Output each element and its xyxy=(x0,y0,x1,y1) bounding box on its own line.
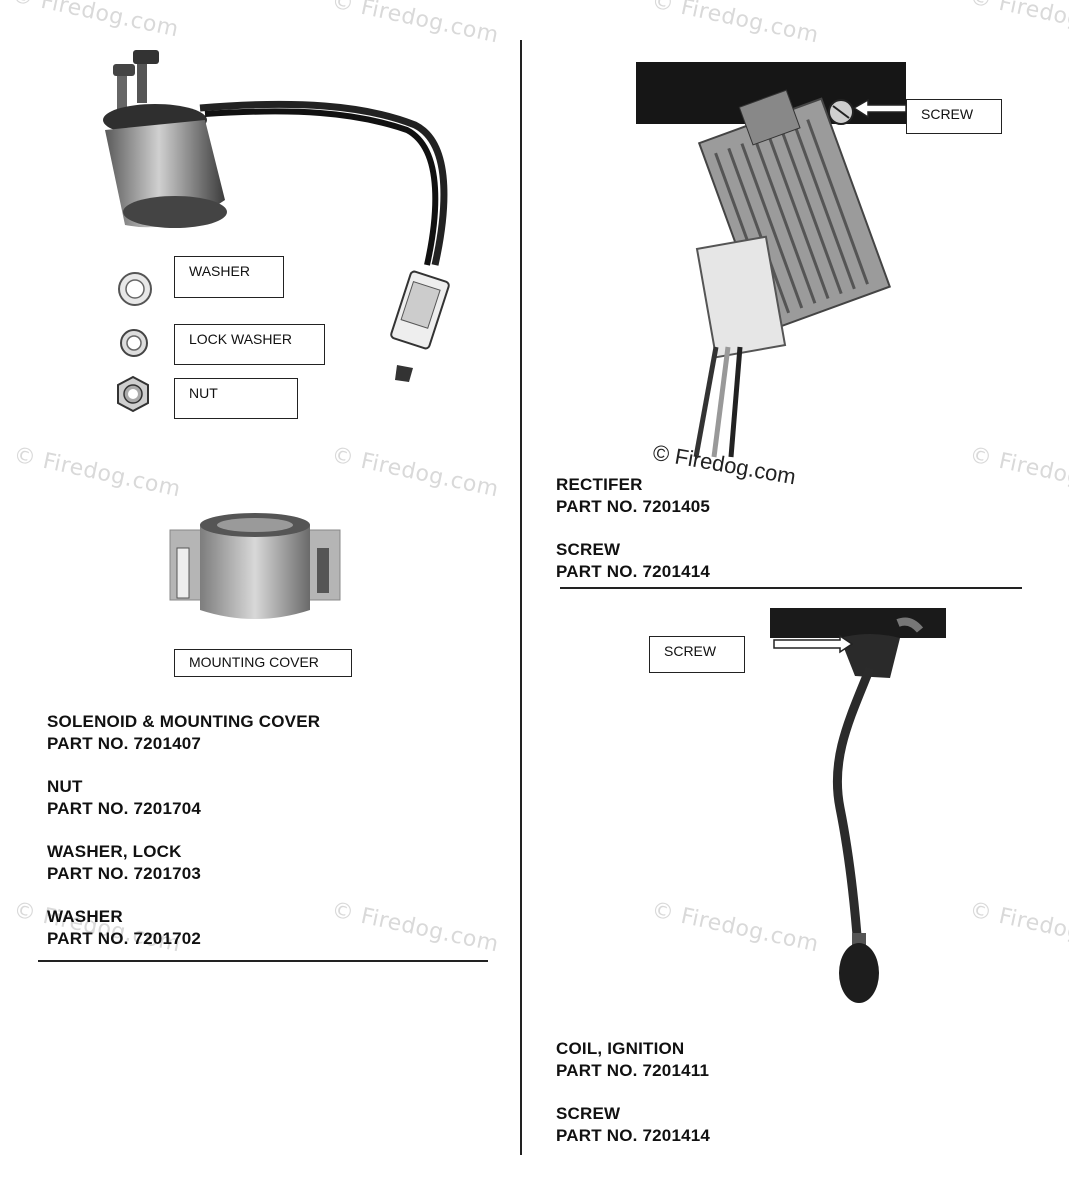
section-rule xyxy=(38,960,488,962)
rectifier-photo xyxy=(636,62,906,458)
part-number: PART NO. 7201407 xyxy=(47,734,202,753)
part-name: WASHER xyxy=(47,907,123,926)
part-number: PART NO. 7201411 xyxy=(556,1061,710,1080)
watermark: © Firedog.com xyxy=(329,0,501,49)
washer-callout: WASHER xyxy=(174,256,284,298)
part-number: PART NO. 7201414 xyxy=(556,1126,711,1145)
washer-icon xyxy=(118,272,152,306)
screw-callout: SCREW xyxy=(649,636,745,673)
part-name: SOLENOID & MOUNTING COVER xyxy=(47,712,321,731)
part-number: PART NO. 7201414 xyxy=(556,562,711,581)
part-name: RECTIFER xyxy=(556,475,643,494)
part-number: PART NO. 7201702 xyxy=(47,929,202,948)
lock-washer-callout: LOCK WASHER xyxy=(174,324,325,365)
solenoid-photo xyxy=(103,50,450,382)
part-name: SCREW xyxy=(556,1104,621,1123)
watermark: © Firedog.com xyxy=(11,442,183,503)
watermark: © Firedog.com xyxy=(967,0,1069,45)
watermark: © Firedog.com xyxy=(329,897,501,958)
part-name: SCREW xyxy=(556,540,621,559)
watermark: © Firedog.com xyxy=(329,442,501,503)
ignition-coil-photo xyxy=(770,608,946,1003)
mounting-cover-photo xyxy=(169,513,341,619)
part-entry: COIL, IGNITION PART NO. 7201411 xyxy=(556,1038,709,1082)
watermark: © Firedog.com xyxy=(649,0,821,49)
part-entry: SCREW PART NO. 7201414 xyxy=(556,539,710,583)
part-name: NUT xyxy=(47,777,83,796)
part-entry: WASHER PART NO. 7201702 xyxy=(47,906,201,950)
column-divider xyxy=(520,40,522,1155)
watermark: © Firedog.com xyxy=(9,0,181,43)
lock-washer-icon xyxy=(120,329,148,357)
part-entry: WASHER, LOCK PART NO. 7201703 xyxy=(47,841,201,885)
mounting-cover-callout: MOUNTING COVER xyxy=(174,649,352,677)
part-entry: NUT PART NO. 7201704 xyxy=(47,776,201,820)
nut-icon xyxy=(117,375,149,413)
part-name: WASHER, LOCK xyxy=(47,842,182,861)
part-entry: SOLENOID & MOUNTING COVER PART NO. 72014… xyxy=(47,711,320,755)
nut-callout: NUT xyxy=(174,378,298,419)
watermark: © Firedog.com xyxy=(967,897,1069,958)
part-number: PART NO. 7201704 xyxy=(47,799,202,818)
part-name: COIL, IGNITION xyxy=(556,1039,685,1058)
watermark: © Firedog.com xyxy=(967,442,1069,503)
part-number: PART NO. 7201405 xyxy=(556,497,711,516)
section-rule xyxy=(560,587,1022,589)
screw-callout: SCREW xyxy=(906,99,1002,134)
part-number: PART NO. 7201703 xyxy=(47,864,202,883)
part-entry: SCREW PART NO. 7201414 xyxy=(556,1103,710,1147)
part-entry: RECTIFER PART NO. 7201405 xyxy=(556,474,710,518)
